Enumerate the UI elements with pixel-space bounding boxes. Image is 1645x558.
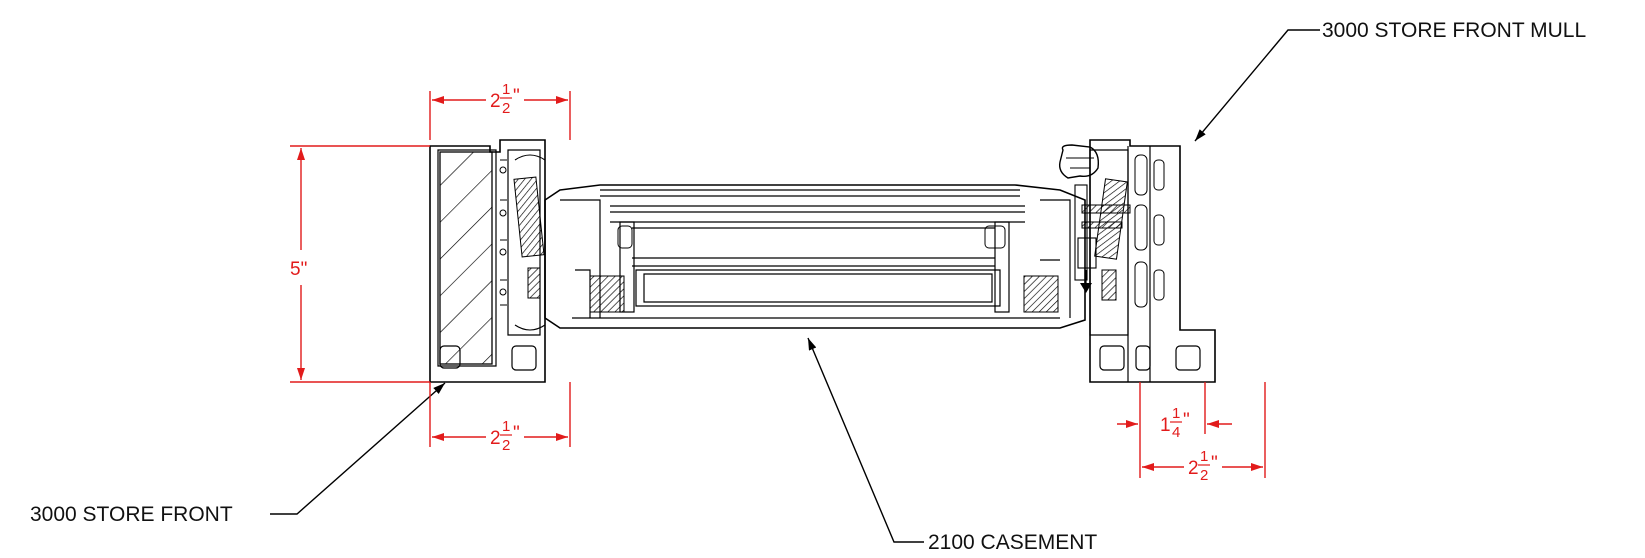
storefront-mull-right bbox=[1089, 139, 1216, 383]
storefront-leader-line bbox=[270, 382, 446, 515]
dimension-mull-offset bbox=[1117, 382, 1232, 434]
svg-text:1: 1 bbox=[1172, 405, 1180, 422]
svg-text:1: 1 bbox=[1160, 415, 1171, 436]
label-casement: 2100 CASEMENT bbox=[928, 531, 1097, 554]
dimension-top-width bbox=[429, 91, 571, 140]
dim-text-mull-width: 2 1 2 " bbox=[1188, 448, 1218, 484]
dim-text-top-width: 2 1 2 " bbox=[490, 81, 520, 117]
svg-text:": " bbox=[513, 86, 520, 107]
casement-handle-hardware bbox=[1058, 144, 1131, 293]
casement-leader-line bbox=[807, 337, 924, 543]
svg-text:": " bbox=[1183, 410, 1190, 431]
dim-text-height: 5" bbox=[290, 259, 307, 280]
svg-text:2: 2 bbox=[1188, 458, 1199, 479]
svg-text:2: 2 bbox=[490, 91, 501, 112]
dimension-bottom-left-width bbox=[429, 382, 571, 447]
svg-text:2: 2 bbox=[490, 428, 501, 449]
svg-text:": " bbox=[1211, 453, 1218, 474]
dim-text-bottom-left-width: 2 1 2 " bbox=[490, 418, 520, 454]
svg-text:2: 2 bbox=[502, 100, 510, 117]
svg-text:2: 2 bbox=[1200, 467, 1208, 484]
casement-sash bbox=[544, 184, 1086, 329]
svg-text:4: 4 bbox=[1172, 424, 1180, 441]
svg-text:1: 1 bbox=[1200, 448, 1208, 465]
label-storefront: 3000 STORE FRONT bbox=[30, 503, 233, 526]
dim-text-mull-offset: 1 1 4 " bbox=[1160, 405, 1190, 441]
svg-text:1: 1 bbox=[502, 418, 510, 435]
dimension-mull-width bbox=[1139, 382, 1266, 478]
mull-leader-line bbox=[1194, 29, 1320, 142]
svg-text:2: 2 bbox=[502, 437, 510, 454]
label-mull: 3000 STORE FRONT MULL bbox=[1322, 19, 1586, 42]
svg-text:": " bbox=[513, 423, 520, 444]
svg-text:1: 1 bbox=[502, 81, 510, 98]
dimension-height bbox=[290, 145, 430, 383]
storefront-frame-left bbox=[429, 139, 546, 383]
